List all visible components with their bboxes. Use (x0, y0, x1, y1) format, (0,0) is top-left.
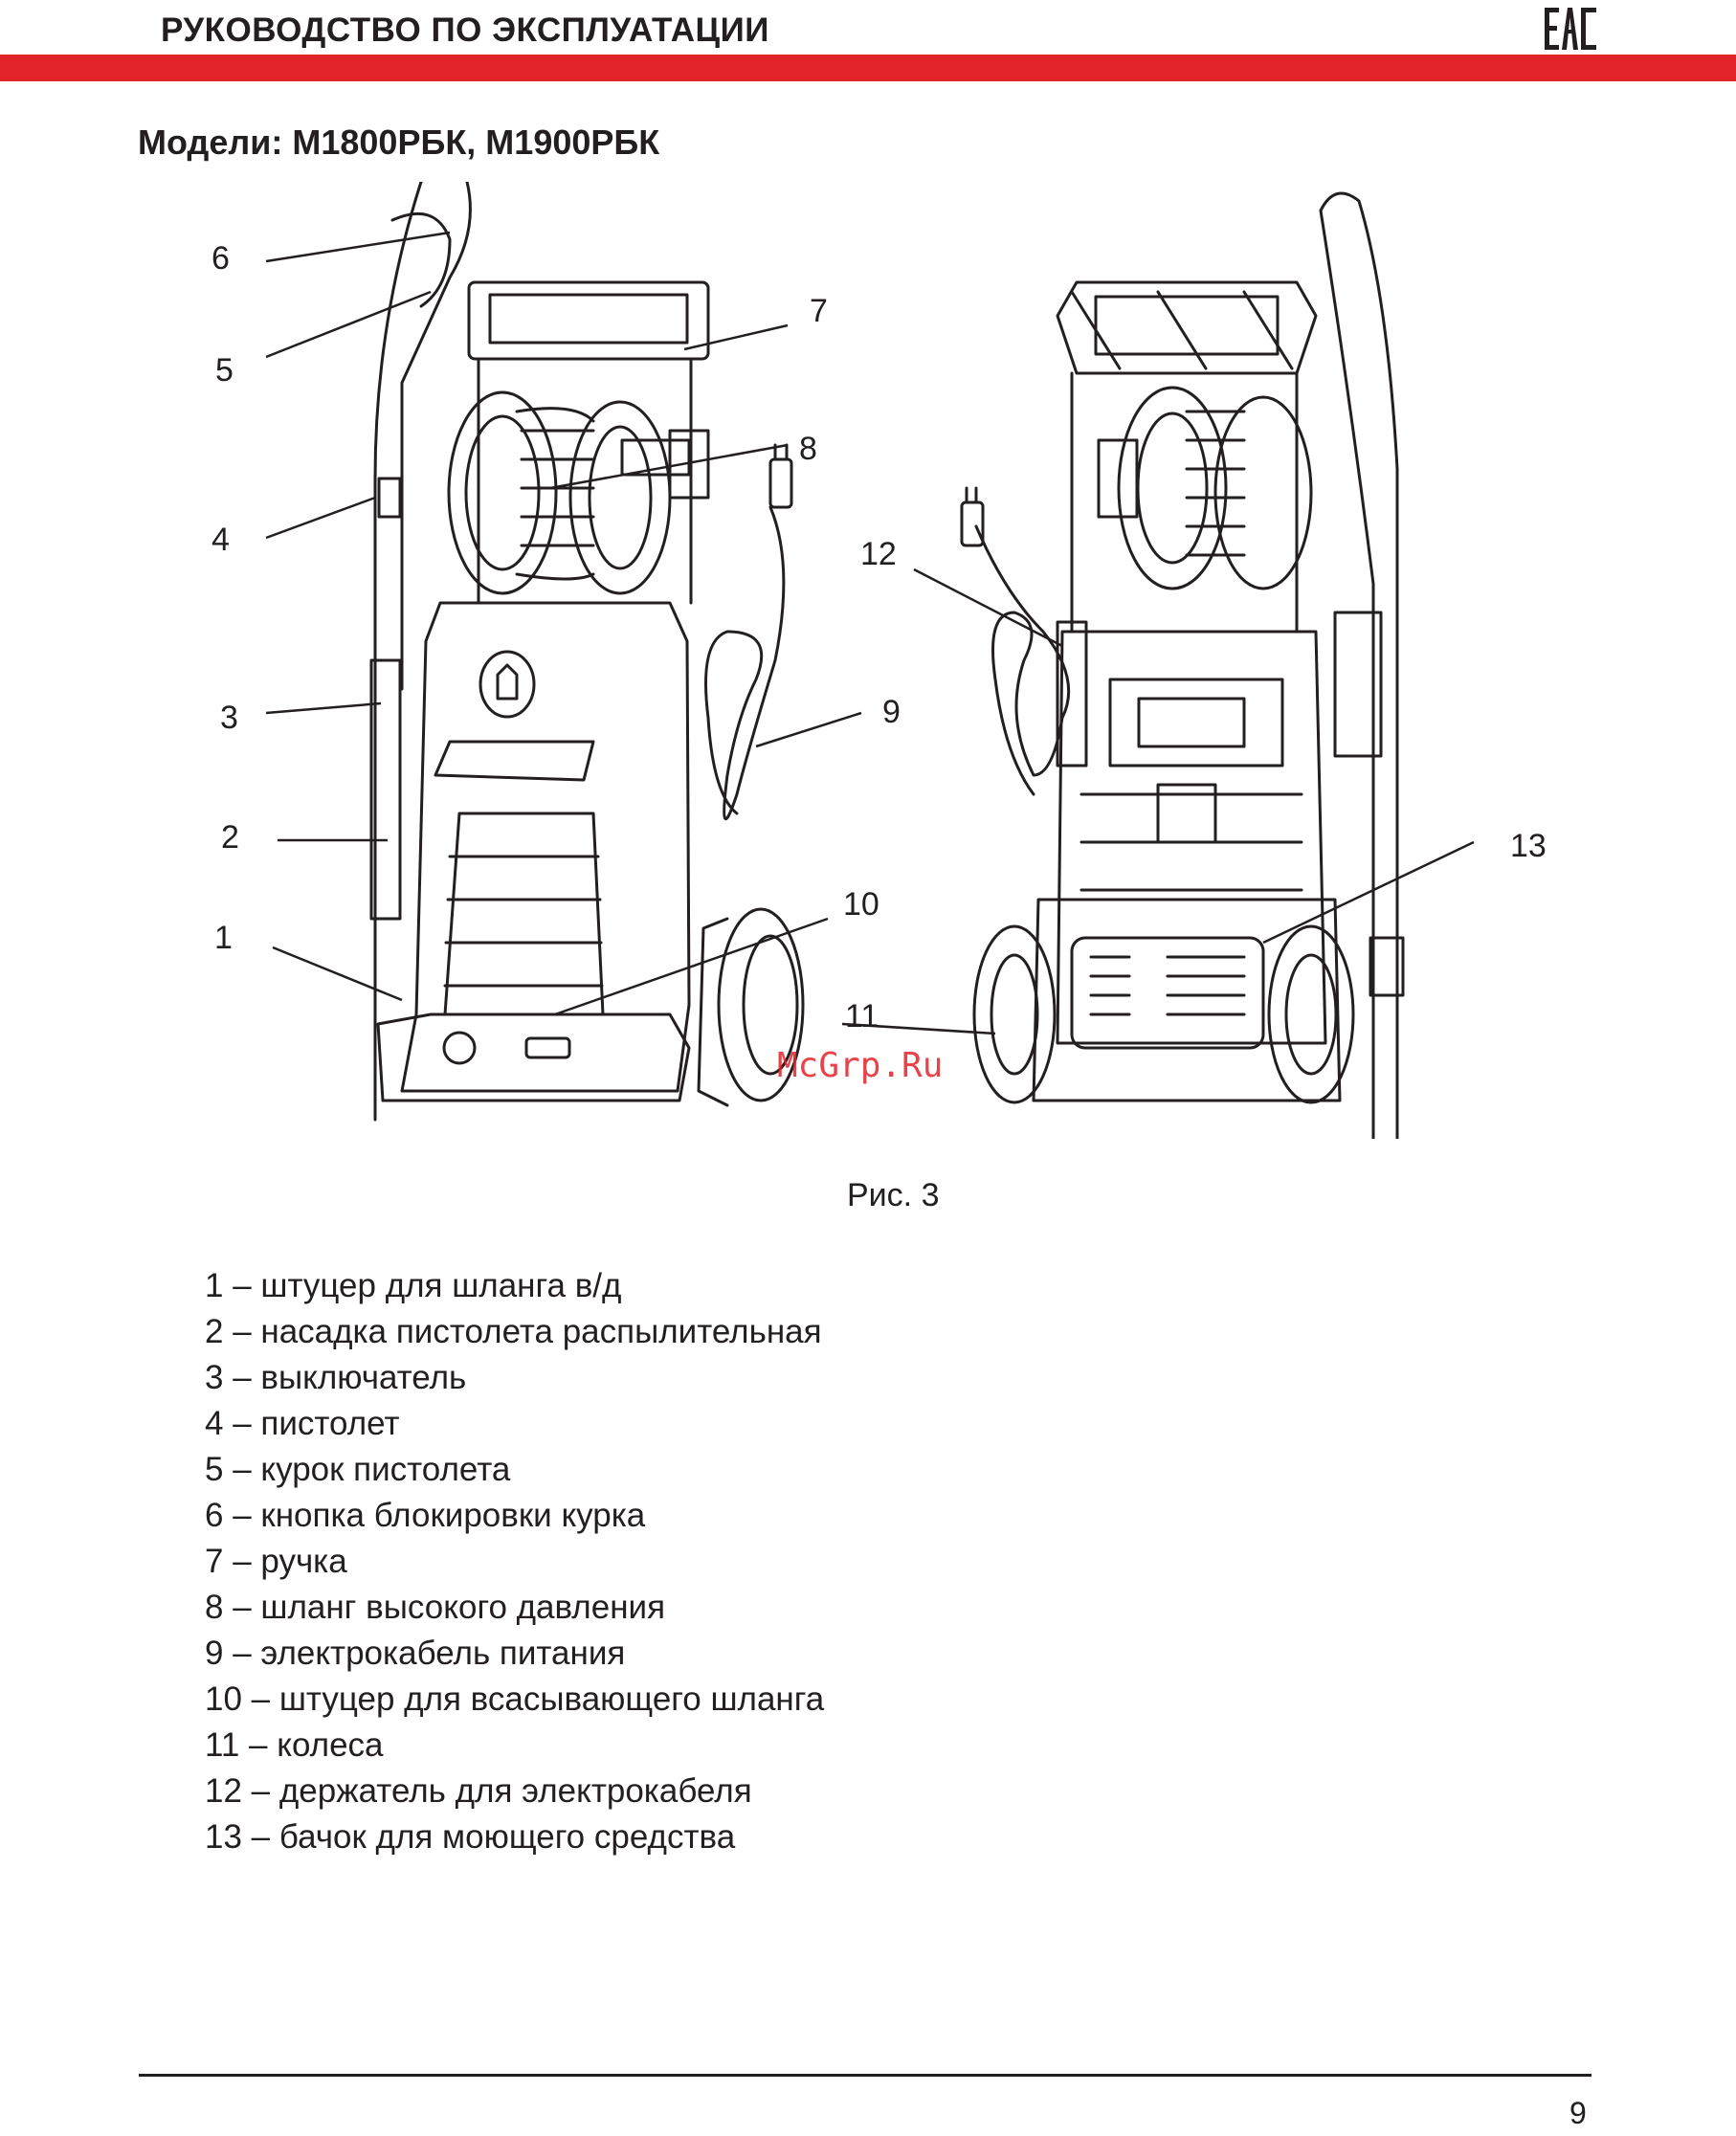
callout-4: 4 (211, 522, 230, 558)
callout-3: 3 (220, 700, 238, 736)
callout-11: 11 (845, 998, 879, 1035)
legend-item: 13 – бачок для моющего средства (205, 1818, 736, 1856)
page-number: 9 (1569, 2096, 1587, 2130)
figure-caption: Рис. 3 (847, 1177, 940, 1213)
parts-legend: 1 – штуцер для шланга в/д 2 – насадка пи… (205, 1263, 824, 1860)
legend-item: 5 – курок пистолета (205, 1451, 511, 1488)
legend-item: 7 – ручка (205, 1543, 347, 1580)
callout-7: 7 (810, 293, 828, 329)
legend-item: 10 – штуцер для всасывающего шланга (205, 1680, 825, 1718)
legend-item: 12 – держатель для электрокабеля (205, 1772, 752, 1810)
legend-item: 4 – пистолет (205, 1405, 400, 1442)
legend-item: 9 – электрокабель питания (205, 1635, 626, 1672)
eac-logo (1545, 8, 1596, 50)
callout-12: 12 (860, 536, 897, 572)
header-title: РУКОВОДСТВО ПО ЭКСПЛУАТАЦИИ (161, 11, 769, 49)
callout-9: 9 (882, 694, 901, 730)
legend-item: 8 – шланг высокого давления (205, 1589, 666, 1626)
callout-2: 2 (221, 819, 239, 856)
legend-item: 11 – колеса (205, 1726, 384, 1764)
legend-item: 1 – штуцер для шланга в/д (205, 1267, 622, 1304)
callout-6: 6 (211, 240, 230, 277)
footer-rule (139, 2074, 1591, 2077)
header-red-band (0, 55, 1736, 81)
legend-item: 6 – кнопка блокировки курка (205, 1497, 646, 1534)
callout-5: 5 (215, 352, 234, 389)
callout-1: 1 (214, 920, 233, 956)
callout-13: 13 (1510, 828, 1547, 864)
callout-8: 8 (799, 431, 817, 467)
callout-10: 10 (843, 886, 879, 923)
models-heading: Модели: М1800РБК, М1900РБК (138, 122, 660, 162)
watermark: McGrp.Ru (777, 1046, 944, 1085)
legend-item: 2 – насадка пистолета распылительная (205, 1313, 822, 1350)
legend-item: 3 – выключатель (205, 1359, 467, 1396)
pressure-washer-diagram (265, 182, 1475, 1139)
